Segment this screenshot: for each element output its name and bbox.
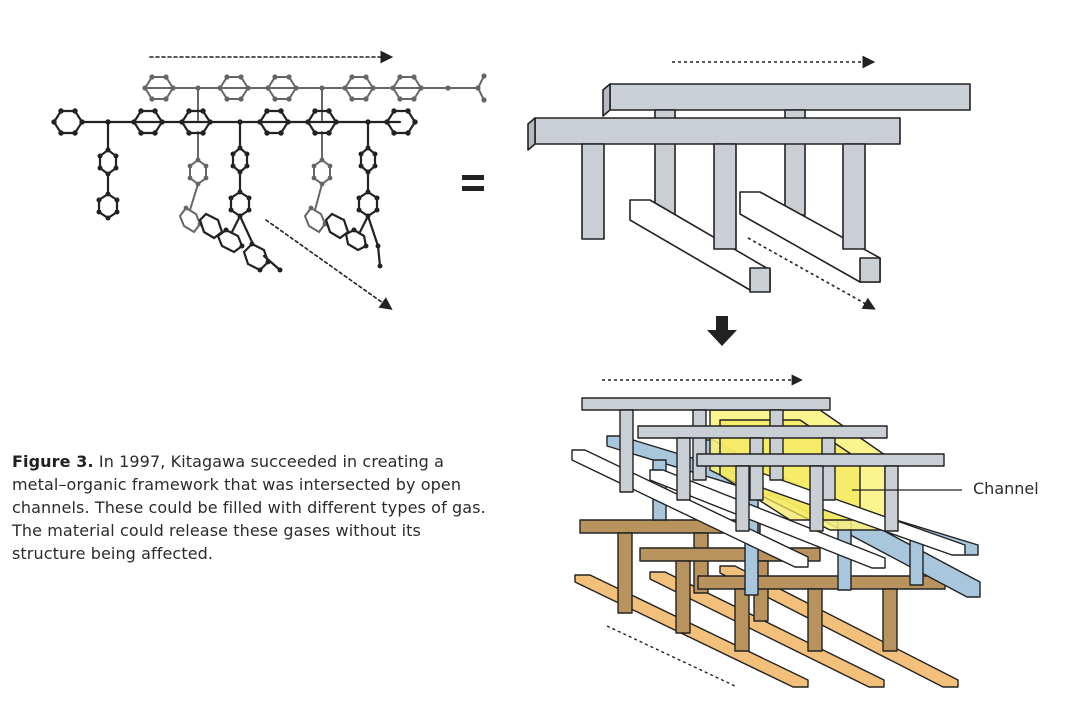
framework-schematic: [527, 55, 971, 310]
figure-caption: Figure 3. In 1997, Kitagawa succeeded in…: [12, 450, 492, 565]
molecular-structure: [51, 50, 487, 310]
caption-text: In 1997, Kitagawa succeeded in creating …: [12, 452, 486, 563]
caption-lead: Figure 3.: [12, 452, 94, 471]
molecule-axis-arrow-diagonal: [265, 219, 393, 310]
gray-chain-atoms: [142, 73, 487, 227]
down-arrow-icon: [707, 316, 737, 346]
equals-icon: [462, 175, 484, 191]
dark-chain-atoms: [51, 108, 418, 273]
dark-chain: [52, 109, 417, 272]
framework-3d: [571, 374, 981, 688]
gray-chain: [143, 75, 485, 234]
channel-label: Channel: [973, 479, 1039, 498]
